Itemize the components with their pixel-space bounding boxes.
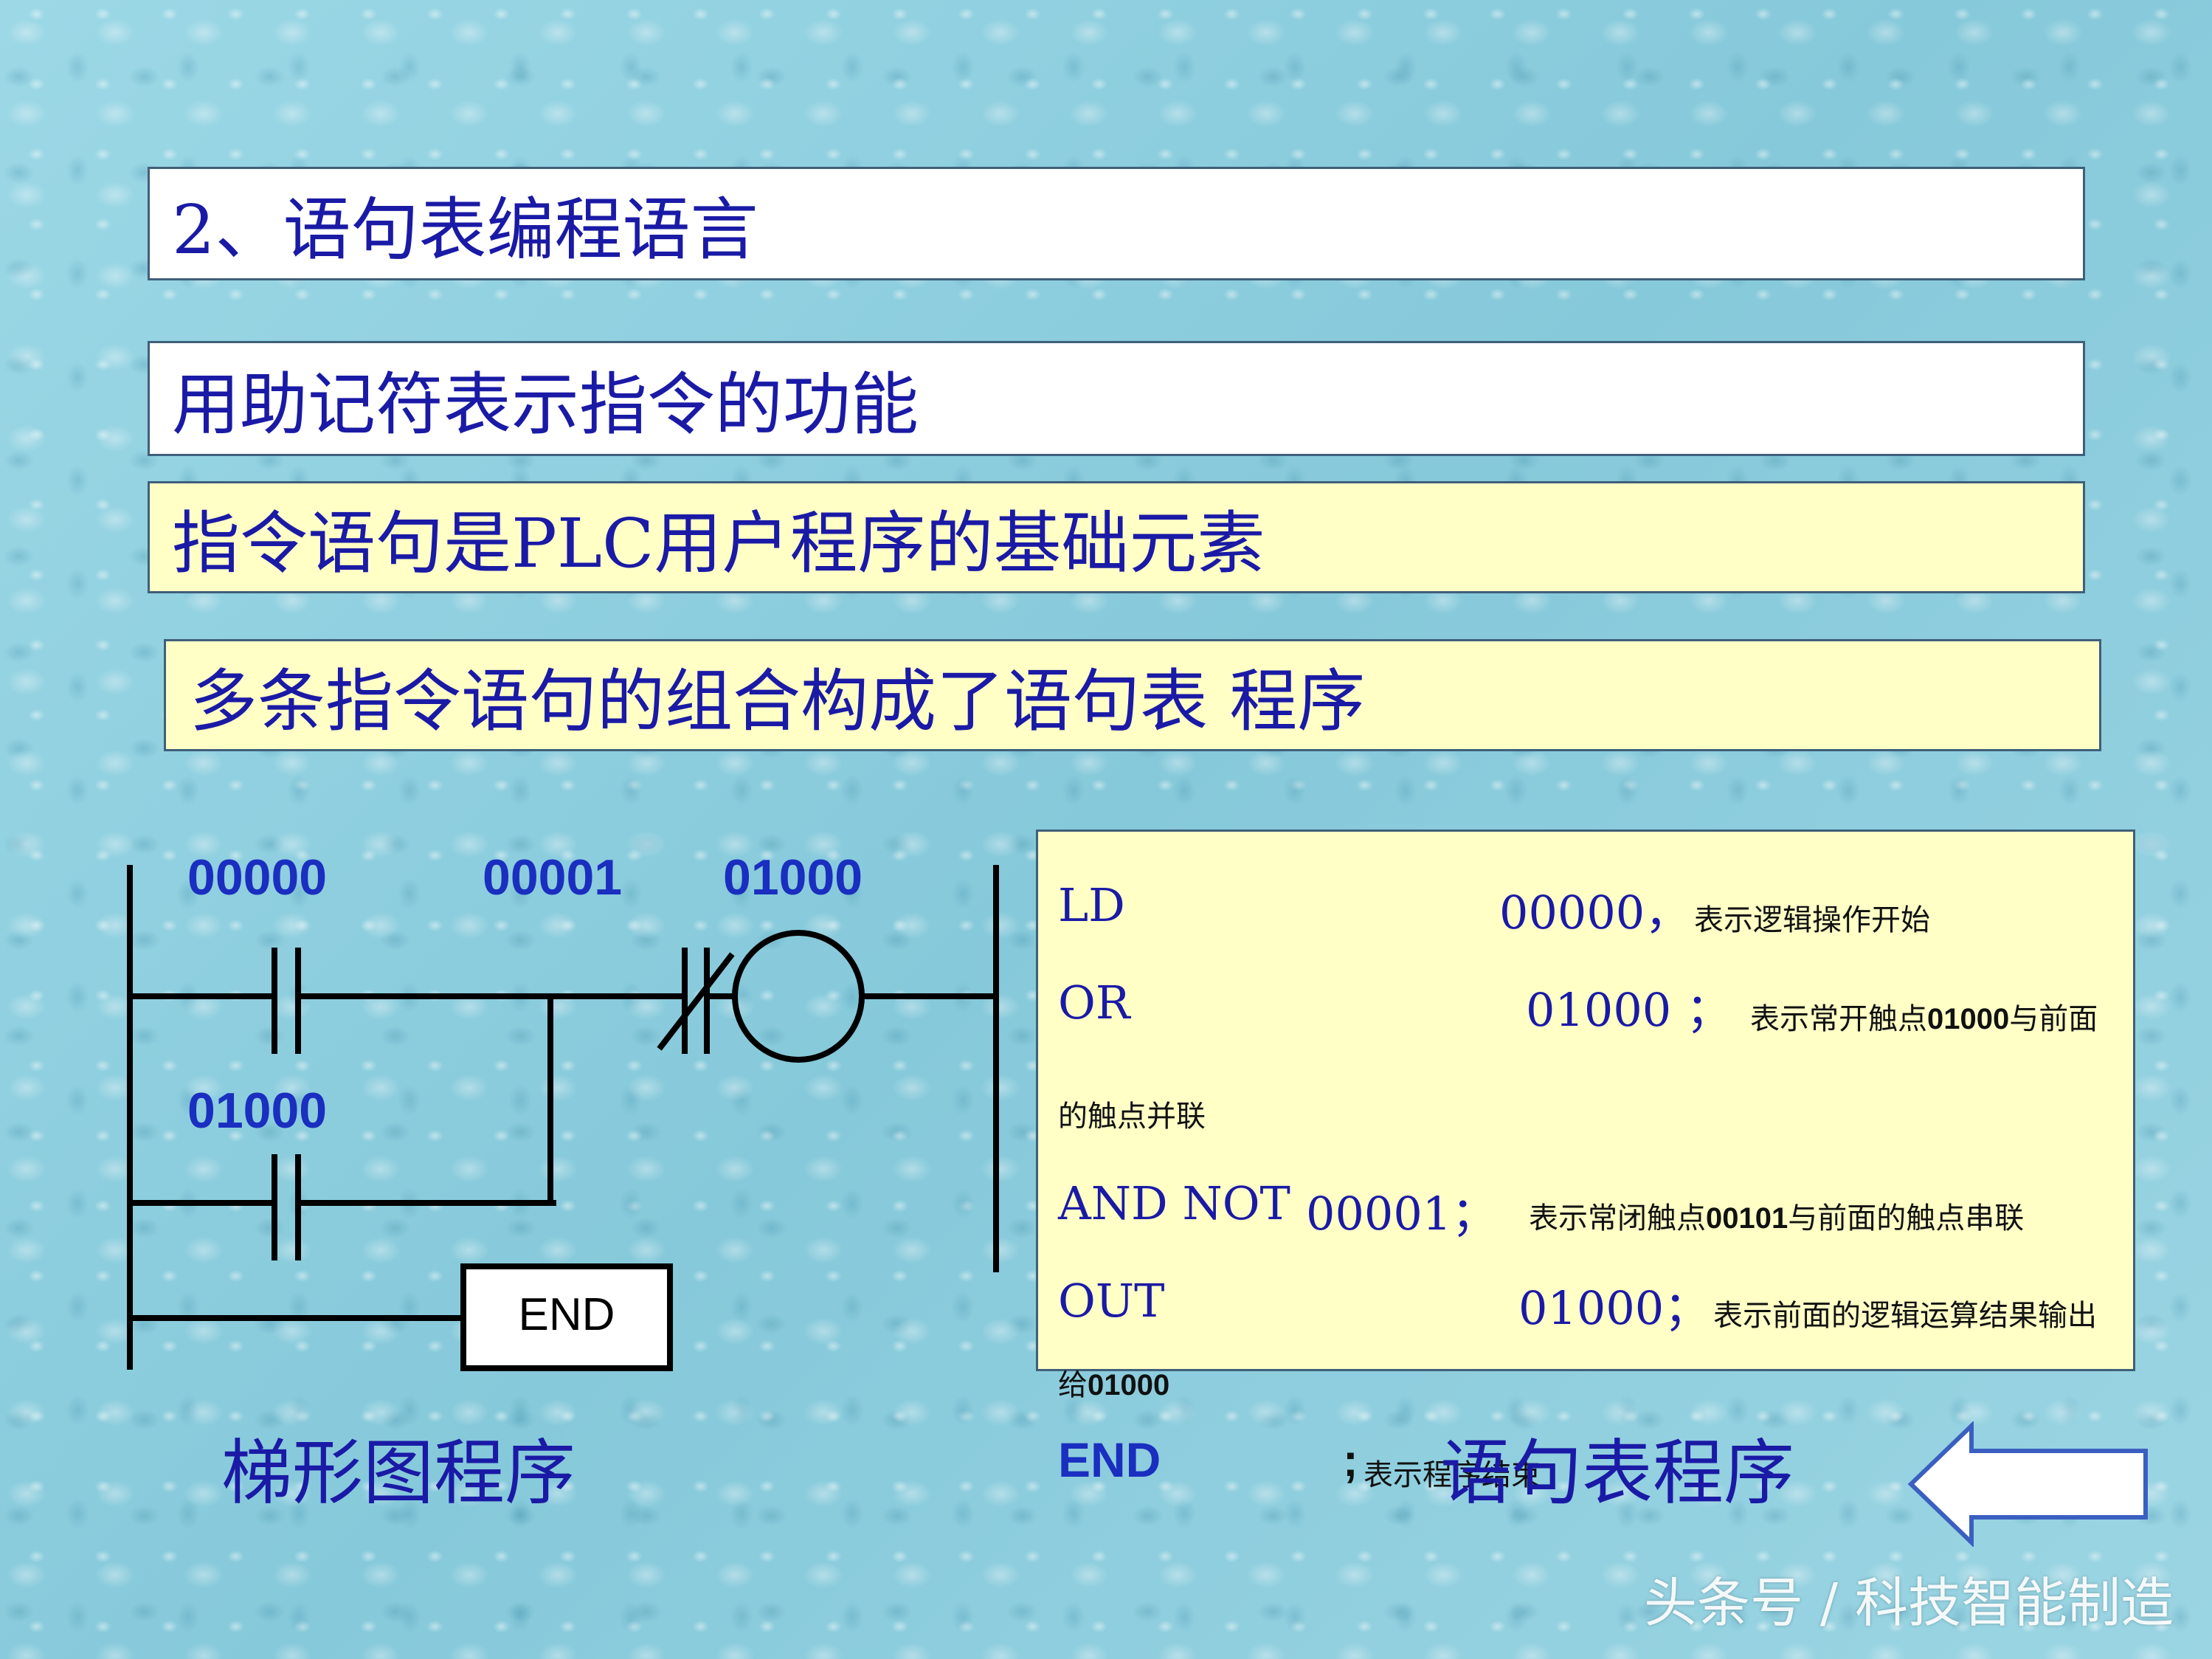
stl-row-2-op: OR bbox=[1058, 976, 1130, 1029]
contact-01000-label: 01000 bbox=[187, 1083, 328, 1139]
end-block-frame bbox=[460, 1263, 673, 1371]
stl-row-4-operand: 01000； bbox=[1518, 1281, 1710, 1335]
back-arrow-icon[interactable] bbox=[1907, 1421, 2157, 1547]
stl-row-4-note-cont: 给01000 bbox=[1058, 1369, 1170, 1401]
point-3-text: 多条指令语句的组合构成了语句表 程序 bbox=[190, 661, 1366, 741]
point-1-box: 用助记符表示指令的功能 bbox=[148, 341, 2085, 456]
stl-row-3-op: AND NOT bbox=[1058, 1176, 1290, 1230]
coil-01000-label: 01000 bbox=[723, 849, 863, 906]
point-3-box: 多条指令语句的组合构成了语句表 程序 bbox=[164, 639, 2101, 751]
point-1-text: 用助记符表示指令的功能 bbox=[172, 365, 919, 444]
contact-00001-label: 00001 bbox=[483, 849, 623, 906]
stl-row-1-operand: 00000， bbox=[1499, 886, 1691, 939]
stl-row-5-operand: ; bbox=[1343, 1435, 1358, 1486]
end-block-label: END bbox=[518, 1289, 615, 1340]
ladder-caption: 梯形图程序 bbox=[221, 1432, 576, 1514]
stl-row-1-note: 表示逻辑操作开始 bbox=[1694, 904, 1930, 937]
stl-row-1-op: LD bbox=[1058, 878, 1125, 932]
stl-row-4-op: OUT bbox=[1058, 1274, 1165, 1328]
stl-row-2-operand: 01000 ； bbox=[1526, 983, 1732, 1037]
statement-list-box bbox=[1036, 830, 2135, 1371]
slide-title: 2、语句表编程语言 bbox=[172, 190, 758, 269]
stl-row-3-operand: 00001； bbox=[1306, 1187, 1498, 1241]
stl-caption: 语句表程序 bbox=[1440, 1432, 1794, 1514]
stl-row-2-note-cont: 的触点并联 bbox=[1058, 1100, 1206, 1133]
ladder-diagram-graphic bbox=[127, 865, 999, 1371]
contact-00000-label: 00000 bbox=[187, 849, 328, 906]
stl-row-2-note: 表示常开触点01000与前面 bbox=[1750, 1003, 2098, 1035]
stl-row-5-note: 表示程序结束 bbox=[1364, 1459, 1541, 1491]
stl-row-4-note: 表示前面的逻辑运算结果输出 bbox=[1713, 1300, 2097, 1332]
slide-title-box: 2、语句表编程语言 bbox=[148, 167, 2085, 280]
watermark: 头条号 / 科技智能制造 bbox=[1643, 1572, 2174, 1634]
point-2-box: 指令语句是PLC用户程序的基础元素 bbox=[148, 481, 2085, 593]
stl-row-3-note: 表示常闭触点00101与前面的触点串联 bbox=[1529, 1202, 2025, 1235]
contact-00001-slash bbox=[657, 952, 735, 1051]
coil-01000 bbox=[732, 930, 865, 1063]
point-2-text: 指令语句是PLC用户程序的基础元素 bbox=[172, 503, 1265, 583]
stl-row-5-op: END bbox=[1058, 1432, 1161, 1487]
